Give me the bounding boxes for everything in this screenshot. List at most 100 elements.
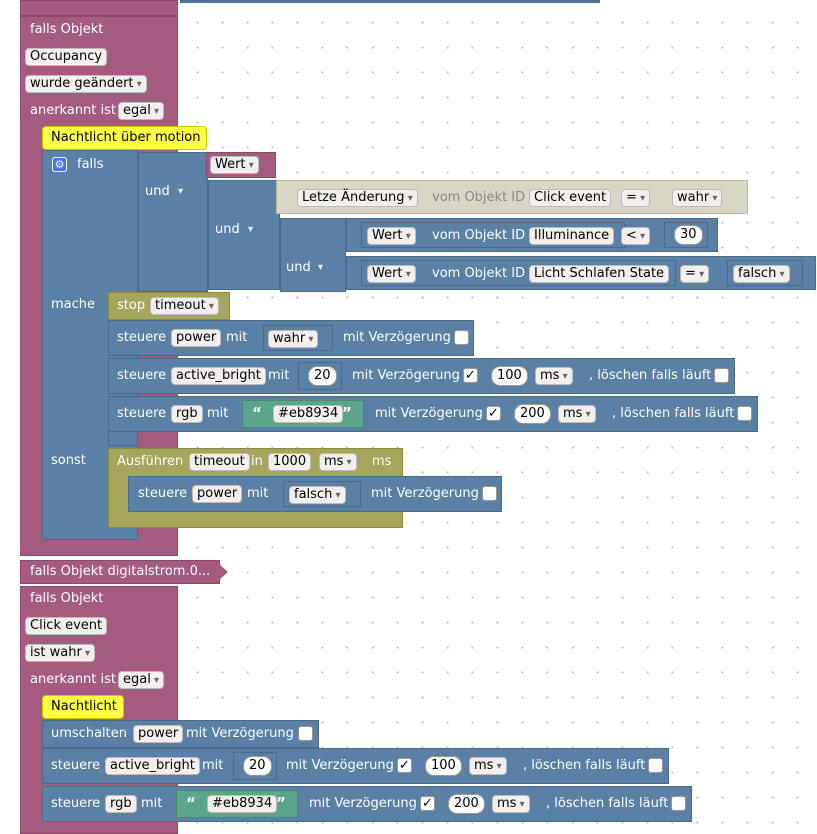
state-field[interactable]: active_bright [105,757,200,775]
gear-icon[interactable]: ⚙ [52,157,67,172]
color-value-field[interactable]: #eb8934 [273,405,344,423]
timeout-name-field[interactable]: timeout [189,453,250,471]
comment-block[interactable] [42,126,207,150]
with-label: mit [268,368,290,383]
and-block-1[interactable] [138,152,208,292]
cond3-field-dropdown[interactable]: Wert [367,265,416,283]
comment-block[interactable] [42,695,124,719]
control-label: steuere [51,796,101,811]
cond2-op-dropdown[interactable]: < [621,227,651,245]
value-dropdown[interactable]: wahr [268,330,319,348]
with-label: mit [207,406,229,421]
quote-close-icon: ” [276,794,286,812]
value-input[interactable]: 20 [243,756,272,776]
clear-label: , löschen falls läuft [523,758,646,773]
control-rgb-block[interactable] [108,396,758,432]
do-label: mache [51,297,96,312]
unit-dropdown[interactable]: ms [535,367,573,385]
unit-dropdown[interactable]: ms [558,405,596,423]
delay-input[interactable]: 200 [448,794,485,814]
delay-label: mit Verzögerung [343,330,451,345]
trigger-dropdown[interactable]: wurde geändert [25,75,147,93]
ack-label: anerkannt ist [30,103,117,118]
and-block-2[interactable] [208,180,280,290]
clear-checkbox[interactable] [714,368,729,383]
cond3-mid-label: vom Objekt ID [432,266,526,281]
clear-checkbox[interactable] [648,758,663,773]
do-branch-end [108,432,138,446]
value-inner [263,325,333,351]
clear-checkbox[interactable] [737,406,752,421]
delay-input[interactable]: 100 [491,366,528,386]
value-input[interactable]: 20 [308,366,337,386]
clear-checkbox[interactable] [671,796,686,811]
delay-checkbox[interactable]: ✓ [420,796,435,811]
collapsed-event-block[interactable] [20,560,220,584]
event-header: falls Objekt [30,22,104,37]
cond3-op-dropdown[interactable]: = [680,265,710,283]
condition-last-change[interactable] [276,180,748,214]
delay-label: mit Verzögerung [352,368,460,383]
cond1-object-field[interactable]: Click event [529,189,612,207]
cond3-object-field[interactable]: Licht Schlafen State [529,265,670,283]
unit-dropdown[interactable]: ms [492,795,530,813]
timeout-unit-label: ms [372,454,392,469]
trigger-dropdown[interactable]: ist wahr [25,644,95,662]
chevron-down-icon[interactable]: ▾ [318,262,324,273]
delay-checkbox[interactable] [482,486,497,501]
object-field[interactable]: Occupancy [25,48,108,66]
comment-text: Nachtlicht über motion [51,130,201,145]
state-field[interactable]: power [192,485,243,503]
delay-checkbox[interactable]: ✓ [486,406,501,421]
delay-label: mit Verzögerung [371,486,479,501]
cond2-object-field[interactable]: Illuminance [529,227,615,245]
value-dropdown[interactable]: falsch [289,486,346,504]
cond1-op-dropdown[interactable]: = [621,189,651,207]
and-block-3[interactable] [280,218,346,292]
delay-input[interactable]: 200 [514,404,551,424]
control-rgb-block-2[interactable] [42,786,692,822]
state-field[interactable]: rgb [171,405,203,423]
comment-text: Nachtlicht [51,699,117,714]
state-field[interactable]: rgb [105,795,137,813]
in-label: in [251,454,263,469]
cond1-field-dropdown[interactable]: Letze Änderung [297,189,418,207]
unit-dropdown[interactable]: ms [469,757,507,775]
object-field[interactable]: Click event [25,617,108,635]
value-inner [298,362,342,390]
ack-dropdown[interactable]: egal [118,102,165,120]
state-field[interactable]: power [171,329,222,347]
delay-input[interactable]: 100 [425,756,462,776]
delay-checkbox[interactable]: ✓ [463,368,478,383]
cond3-value-dropdown[interactable]: falsch [733,265,790,283]
ack-dropdown[interactable]: egal [118,671,165,689]
stop-label: stop [117,298,146,313]
cond1-value-dropdown[interactable]: wahr [672,189,723,207]
value-inner [283,481,361,507]
else-label: sonst [51,453,86,468]
ack-label: anerkannt ist [30,672,117,687]
block-fragment[interactable] [180,0,600,3]
collapsed-jag [218,563,228,581]
value-inner [233,752,277,780]
with-label: mit [141,796,163,811]
delay-checkbox[interactable] [454,330,469,345]
delay-checkbox[interactable] [298,726,313,741]
toggle-state-field[interactable]: power [133,725,184,743]
value-dropdown[interactable]: Wert [210,156,259,174]
chevron-down-icon[interactable]: ▾ [248,224,254,235]
event-block-top-fragment[interactable] [20,0,178,16]
stop-name-dropdown[interactable]: timeout [150,297,219,315]
timeout-delay-field[interactable]: 1000 [268,453,312,471]
chevron-down-icon[interactable]: ▾ [178,186,184,197]
control-label: steuere [117,406,167,421]
delay-checkbox[interactable]: ✓ [397,758,412,773]
collapsed-label: falls Objekt digitalstrom.0... [30,564,211,579]
state-field[interactable]: active_bright [171,367,266,385]
cond2-field-dropdown[interactable]: Wert [367,227,416,245]
control-label: steuere [138,486,188,501]
timeout-unit-dropdown[interactable]: ms [319,453,357,471]
cond2-value-input[interactable]: 30 [674,225,703,245]
color-value-field[interactable]: #eb8934 [207,795,278,813]
control-label: steuere [51,758,101,773]
